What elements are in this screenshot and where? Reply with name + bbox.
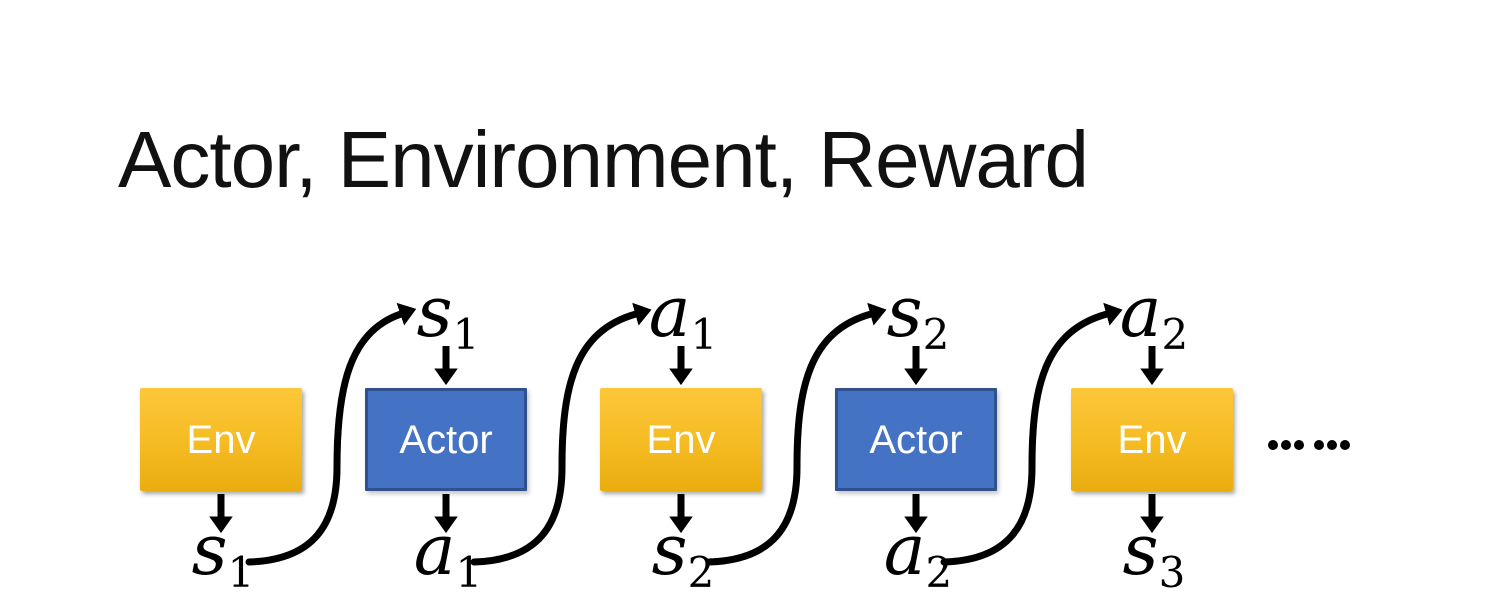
ellipsis-dot <box>1281 440 1291 450</box>
actor-box-label: Actor <box>869 417 963 462</box>
label-a1-top: a1 <box>649 277 717 356</box>
symbol-base: s <box>886 271 923 353</box>
symbol-base: s <box>416 271 453 353</box>
symbol-subscript: 2 <box>925 548 953 597</box>
ellipsis-dot <box>1327 440 1337 450</box>
symbol-subscript: 2 <box>1161 310 1189 359</box>
env-box-label: Env <box>1117 417 1187 462</box>
env-box-3: Env <box>1071 388 1233 491</box>
env-box-1: Env <box>140 388 302 491</box>
ellipsis-dot <box>1340 440 1350 450</box>
symbol-subscript: 2 <box>687 548 715 597</box>
symbol-base: a <box>883 509 926 591</box>
ellipsis <box>1268 440 1353 450</box>
symbol-base: s <box>191 509 228 591</box>
symbol-base: a <box>413 509 456 591</box>
actor-box-1: Actor <box>365 388 527 491</box>
slide-title: Actor, Environment, Reward <box>118 115 1089 204</box>
label-a2-bottom: a2 <box>884 515 952 594</box>
ellipsis-dot <box>1294 440 1304 450</box>
label-s2-top: s2 <box>887 277 950 356</box>
symbol-subscript: 2 <box>922 310 950 359</box>
label-a1-bottom: a1 <box>414 515 482 594</box>
symbol-subscript: 1 <box>452 310 480 359</box>
env-box-label: Env <box>186 417 256 462</box>
label-s1-top: s1 <box>417 277 480 356</box>
actor-box-label: Actor <box>399 417 493 462</box>
actor-box-2: Actor <box>835 388 997 491</box>
symbol-subscript: 1 <box>690 310 718 359</box>
label-a2-top: a2 <box>1120 277 1188 356</box>
env-box-2: Env <box>600 388 762 491</box>
symbol-base: a <box>1119 271 1162 353</box>
label-s2-bottom: s2 <box>652 515 715 594</box>
symbol-base: s <box>651 509 688 591</box>
ellipsis-dot <box>1314 440 1324 450</box>
env-box-label: Env <box>646 417 716 462</box>
symbol-subscript: 1 <box>227 548 255 597</box>
ellipsis-dot <box>1268 440 1278 450</box>
symbol-base: s <box>1122 509 1159 591</box>
label-s3-bottom: s3 <box>1123 515 1186 594</box>
symbol-base: a <box>648 271 691 353</box>
symbol-subscript: 1 <box>455 548 483 597</box>
label-s1-bottom: s1 <box>192 515 255 594</box>
symbol-subscript: 3 <box>1158 548 1186 597</box>
